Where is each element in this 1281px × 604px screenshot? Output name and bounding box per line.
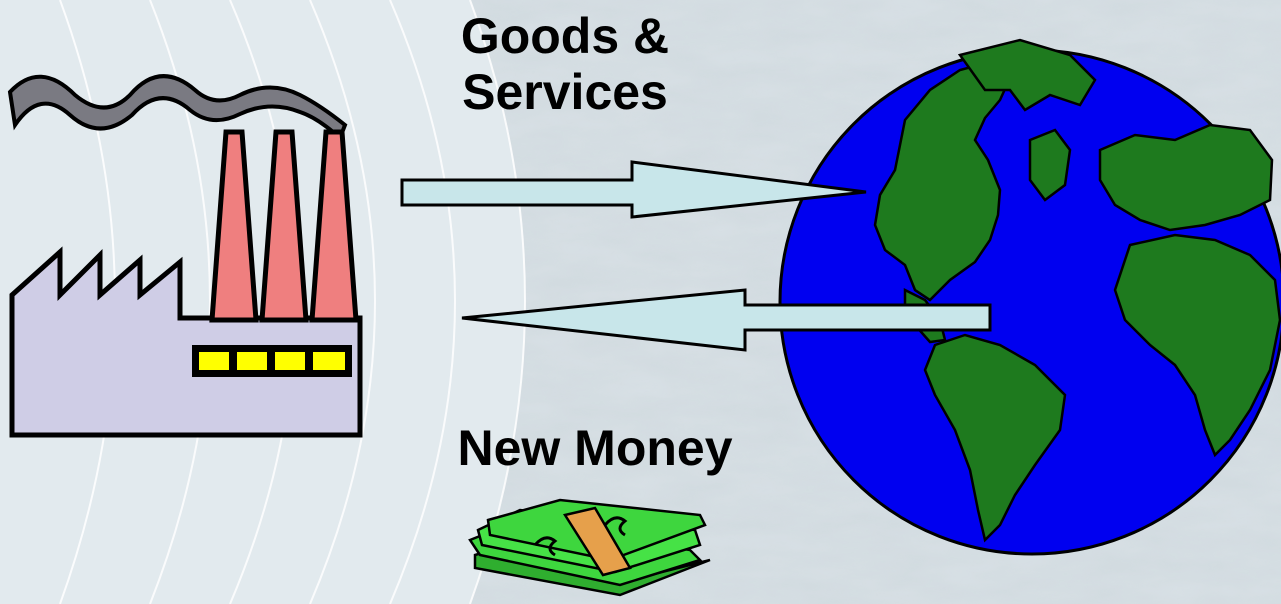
factory-smoke [7, 74, 348, 142]
chimney-middle [259, 129, 309, 323]
dollar-sign-icon [533, 536, 558, 557]
factory-building [9, 246, 363, 438]
chimney-left [209, 129, 259, 323]
dollar-sign-icon [603, 516, 628, 537]
landmass-africa [1113, 233, 1281, 458]
landmass-europe [1098, 123, 1274, 232]
landmass-greenland [1028, 128, 1072, 202]
money-stack-icon [468, 498, 711, 597]
goods-services-label: Goods & Services [405, 8, 725, 120]
money-band [563, 506, 632, 577]
arrow-money-from-world [461, 288, 992, 352]
factory-icon [7, 74, 363, 438]
new-money-label: New Money [457, 420, 733, 476]
goods-label-line1: Goods & [460, 8, 670, 64]
landmass-arctic-islands [957, 38, 1097, 112]
landmass-south-america [923, 333, 1067, 543]
goods-label-line2: Services [462, 64, 668, 120]
chimney-right [309, 129, 359, 323]
globe-icon [778, 38, 1281, 556]
arrow-goods-to-world [400, 160, 867, 219]
